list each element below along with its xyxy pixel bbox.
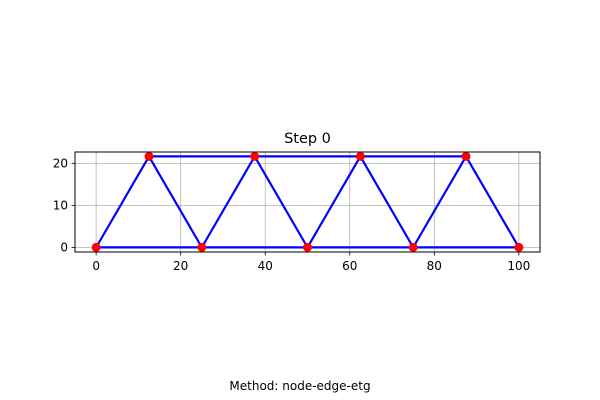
truss-node — [197, 242, 207, 252]
truss-node — [461, 151, 471, 161]
truss-edge — [306, 155, 362, 249]
x-tick-label: 60 — [342, 259, 357, 273]
truss-edge — [359, 155, 415, 249]
axis-ticks: 0 20 40 60 80 100 0 10 20 — [53, 157, 531, 273]
truss-node — [355, 151, 365, 161]
truss-node — [144, 151, 154, 161]
truss-edge — [200, 155, 256, 249]
truss-edge — [147, 155, 203, 249]
truss-edge — [253, 155, 309, 249]
truss-node — [303, 242, 312, 252]
truss-node — [514, 242, 524, 252]
x-tick-label: 80 — [427, 259, 442, 273]
x-tick-label: 0 — [92, 259, 100, 273]
truss-node — [91, 242, 101, 252]
truss-node — [250, 151, 260, 161]
y-tick-label: 20 — [53, 157, 68, 171]
plot-frame — [74, 151, 541, 253]
truss-edges — [95, 155, 520, 249]
truss-edge — [95, 155, 151, 249]
truss-node — [408, 242, 418, 252]
truss-edge — [464, 155, 520, 249]
x-tick-label: 40 — [258, 259, 273, 273]
truss-nodes — [91, 151, 524, 252]
x-tick-label: 100 — [507, 259, 530, 273]
chart-title: Step 0 — [284, 131, 331, 147]
method-caption: Method: node-edge-etg — [229, 379, 371, 393]
truss-edge — [412, 155, 468, 249]
y-tick-label: 10 — [53, 199, 68, 213]
y-tick-label: 0 — [60, 241, 68, 255]
x-tick-label: 20 — [173, 259, 188, 273]
